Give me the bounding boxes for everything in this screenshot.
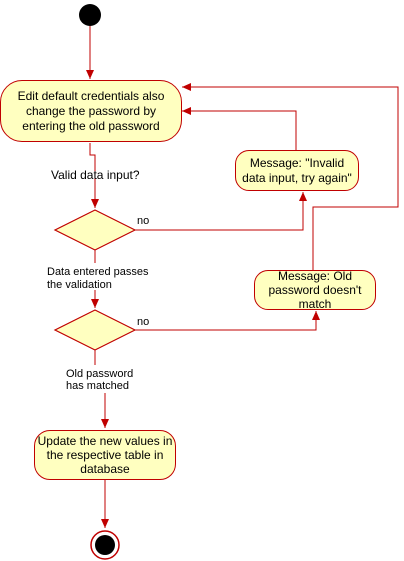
label-passes-validation-1: Data entered passes <box>47 266 149 278</box>
activity-edit-credentials: Edit default credentials also change the… <box>0 80 182 142</box>
label-no-1: no <box>137 215 150 227</box>
start-node <box>79 4 101 26</box>
activity-invalid-message: Message: "Invalid data input, try again" <box>235 150 359 191</box>
edge-invalid-to-edit <box>182 107 297 150</box>
edge-oldpass-to-edit <box>182 83 399 270</box>
edge-decision1-no-to-invalid <box>135 192 307 231</box>
activity-old-password-message-text: Message: Old password doesn't match <box>268 269 362 311</box>
label-valid-input: Valid data input? <box>51 168 140 182</box>
label-old-matched-1: Old password <box>66 368 134 380</box>
decision-old-password <box>53 309 137 351</box>
activity-old-password-message: Message: Old password doesn't match <box>254 269 376 311</box>
activity-invalid-message-text: Message: "Invalid data input, try again" <box>242 155 352 185</box>
end-node-core <box>95 535 115 555</box>
label-passes-validation-2: the validation <box>47 279 112 291</box>
edge-decision2-to-update <box>94 350 105 428</box>
label-no-2: no <box>137 316 150 328</box>
activity-edit-credentials-text: Edit default credentials also change the… <box>17 88 165 133</box>
activity-update-values: Update the new values in the respective … <box>34 430 176 480</box>
edge-edit-to-decision1 <box>89 143 99 208</box>
edge-decision2-no-to-oldpass <box>135 311 320 331</box>
decision-valid-input <box>53 209 137 251</box>
label-old-matched-2: has matched <box>66 380 129 392</box>
activity-update-values-text: Update the new values in the respective … <box>37 434 173 476</box>
